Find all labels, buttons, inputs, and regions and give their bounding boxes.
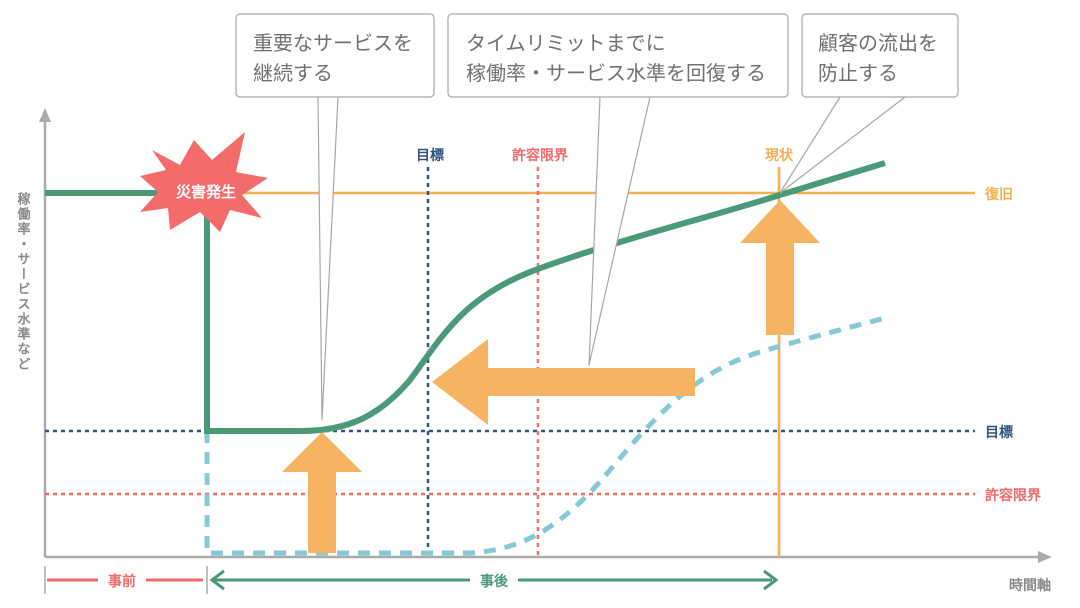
callout-3-line-1: 顧客の流出を (818, 31, 938, 55)
callout-1-line-2: 継続する (253, 61, 333, 85)
recovery-label: 復旧 (984, 186, 1013, 203)
callout-3-line-2: 防止する (818, 61, 898, 85)
up-arrow-left (282, 432, 362, 553)
bcp-recovery-curve (45, 160, 886, 434)
tolerance-horizontal-label: 許容限界 (985, 487, 1042, 504)
before-phase-label: 事前 (108, 573, 136, 590)
callout-2-line-2: 稼働率・サービス水準を回復する (466, 61, 766, 85)
x-axis-label: 時間軸 (1009, 577, 1051, 594)
current-vertical-label: 現状 (765, 147, 794, 164)
callout-recover-by-time-limit: タイムリミットまでに 稼働率・サービス水準を回復する (447, 13, 789, 366)
y-axis-label: 稼働率・サービス水準など (15, 191, 32, 372)
callout-2-line-1: タイムリミットまでに (466, 31, 666, 55)
target-vertical-label: 目標 (416, 147, 444, 164)
callout-continue-services: 重要なサービスを 継続する (235, 13, 435, 421)
x-axis-arrowhead (1038, 551, 1052, 563)
left-arrow (432, 339, 695, 425)
callout-prevent-customer-loss: 顧客の流出を 防止する (779, 13, 959, 194)
callout-1-line-1: 重要なサービスを (253, 31, 413, 55)
up-arrow-right (740, 200, 820, 335)
after-phase-bar: 事後 (209, 569, 779, 591)
after-phase-label: 事後 (480, 573, 509, 590)
y-axis-arrowhead (39, 108, 51, 122)
tolerance-vertical-label: 許容限界 (512, 147, 569, 164)
before-phase-bar: 事前 (47, 573, 203, 590)
disaster-burst-icon: 災害発生 (140, 132, 268, 232)
target-horizontal-label: 目標 (985, 424, 1013, 441)
no-bcp-curve (204, 315, 886, 556)
disaster-label: 災害発生 (176, 183, 236, 201)
